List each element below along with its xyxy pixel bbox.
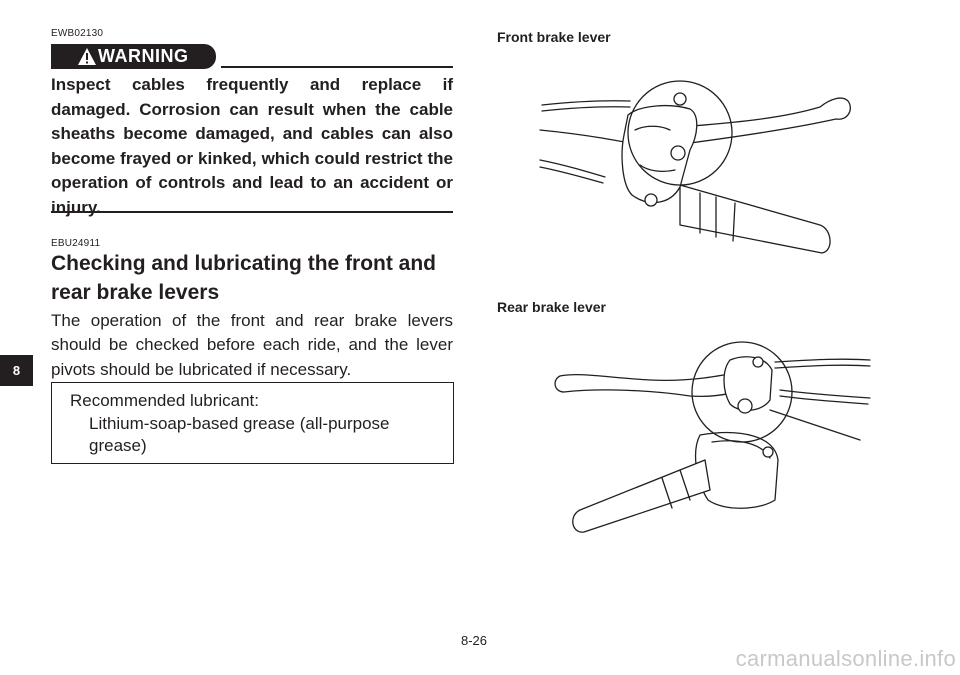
- warning-triangle-icon: [78, 48, 96, 65]
- section-title: Checking and lubricating the front and r…: [51, 252, 437, 304]
- watermark: carmanualsonline.info: [735, 646, 956, 671]
- section-code: EBU24911: [51, 238, 101, 249]
- warning-rule: [221, 66, 453, 68]
- lubricant-label: Recommended lubricant:: [70, 391, 259, 410]
- warning-label: WARNING: [98, 46, 189, 66]
- rear-brake-caption: Rear brake lever: [497, 299, 606, 315]
- rear-brake-lever-illustration: [554, 341, 871, 533]
- page-number: 8-26: [461, 633, 488, 648]
- warning-code: EWB02130: [51, 28, 104, 39]
- warning-text: Inspect cables frequently and replace if…: [51, 75, 453, 217]
- section-body: The operation of the front and rear brak…: [51, 311, 453, 379]
- warning-badge: WARNING: [51, 44, 216, 69]
- lubricant-box: Recommended lubricant: Lithium-soap-base…: [51, 382, 454, 464]
- warning-bottom-rule: [51, 211, 453, 213]
- front-brake-lever-illustration: [539, 80, 851, 254]
- chapter-tab: 8: [0, 355, 33, 386]
- front-brake-caption: Front brake lever: [497, 29, 611, 45]
- lubricant-value: Lithium-soap-based grease (all-purpose g…: [89, 413, 390, 456]
